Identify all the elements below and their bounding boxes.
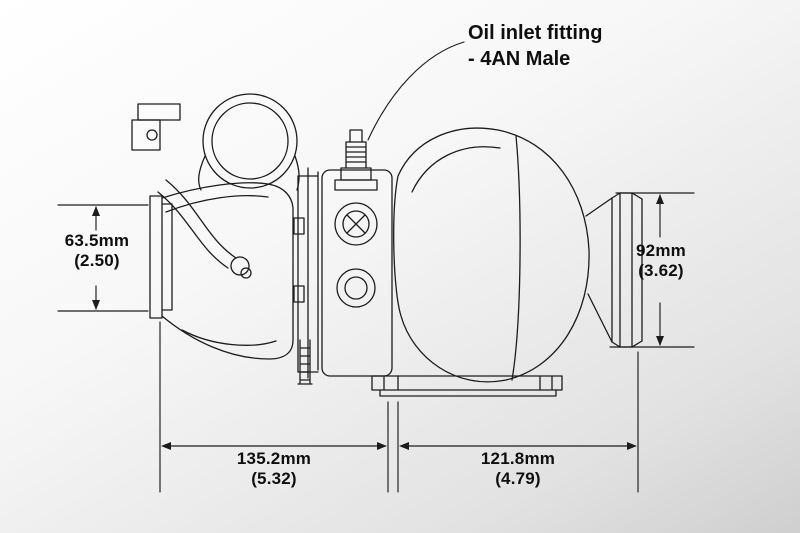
oil-inlet-callout-line1: Oil inlet fitting: [468, 22, 603, 44]
dim-turbine-length-label: 121.8mm (4.79): [418, 449, 618, 489]
dim-inlet-imperial: (2.50): [74, 251, 120, 270]
compressor-housing: [161, 93, 300, 360]
oil-inlet-fitting: [334, 129, 378, 191]
dim-compressor-length-imperial: (5.32): [251, 469, 297, 488]
bearing-housing: [321, 169, 393, 377]
dim-outlet-metric: 92mm: [636, 241, 686, 260]
compressor-inlet-flange: [149, 195, 173, 319]
dim-compressor-length-metric: 135.2mm: [236, 449, 312, 468]
callout-leader-line: [367, 41, 465, 141]
actuator-and-hose: [131, 103, 252, 279]
dimension-outlet: [609, 192, 695, 348]
dim-compressor-length-label: 135.2mm (5.32): [174, 449, 374, 489]
dim-turbine-length-imperial: (4.79): [495, 469, 541, 488]
turbine-mounting-flange: [371, 375, 563, 397]
dim-inlet-label: 63.5mm (2.50): [48, 231, 146, 271]
turbine-housing: [393, 127, 613, 383]
dim-outlet-label: 92mm (3.62): [612, 241, 710, 281]
dim-turbine-length-metric: 121.8mm: [480, 449, 556, 468]
oil-inlet-callout-line2: - 4AN Male: [468, 48, 571, 70]
oil-inlet-callout: Oil inlet fitting - 4AN Male: [468, 20, 602, 72]
dimension-turbine-length: [397, 351, 639, 493]
dim-inlet-metric: 63.5mm: [64, 231, 130, 250]
dimension-compressor-length: [159, 321, 389, 493]
center-plates: [293, 167, 319, 385]
dim-outlet-imperial: (3.62): [638, 261, 684, 280]
dimension-inlet: [57, 204, 149, 312]
